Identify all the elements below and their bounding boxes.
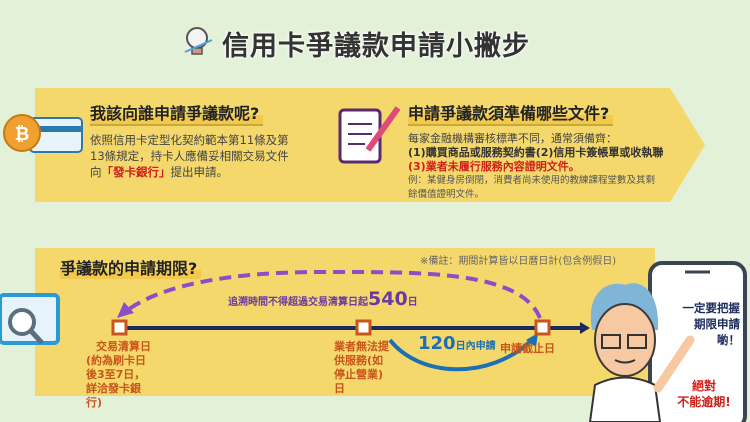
apply-arc [388,338,534,372]
phone-line1: 一定要把握 [682,301,741,315]
character-illustration [588,283,695,422]
lookback-label: 追溯時間不得超過交易清算日起540日 [228,288,418,310]
phone-line2: 期限申請喲！ [694,317,740,347]
phone-message: 一定要把握 期限申請喲！ [672,300,741,348]
phone-warn2: 不能逾期! [677,395,731,409]
timeline-arrowhead [580,322,590,334]
section2-line2: (1)購買商品或服務契約書(2)信用卡簽帳單或收執聯 [408,146,664,159]
milestone-settlement-label: 交易清算日 [96,340,151,353]
apply-arrowhead [526,333,538,347]
milestone-service-stop: 業者無法提供服務(如停止營業)日 [334,340,389,395]
section3-heading-wrap: 爭議款的申請期限? [60,255,202,279]
lookback-arc [123,269,542,319]
phone-warning: 絕對 不能逾期! [670,378,738,410]
lightbulb-icon [184,27,213,55]
phone-warn1: 絕對 [691,379,716,393]
section1-line1: 依照信用卡定型化契約範本第11條及第 [90,133,289,147]
apply-days: 120 [418,333,456,354]
section1-line3-suffix: 提出申請。 [170,165,229,179]
section2-example1: 例：某健身房倒閉，消費者尚未使用的教練課程堂數及其剩 [408,175,656,186]
apply-window-label: 120日內申請 [418,333,496,354]
milestone-deadline: 申請截止日 [500,342,555,355]
issuing-bank-highlight: 「發卡銀行」 [101,165,171,179]
section1-line3-prefix: 向 [90,165,102,179]
credit-card-coin-icon: ₿ [3,114,83,153]
apply-text: 日內申請 [455,341,496,352]
svg-text:₿: ₿ [15,124,30,145]
section2-example2: 餘價值證明文件。 [408,189,485,200]
section2-heading: 申請爭議款須準備哪些文件? [408,104,614,126]
lookback-days: 540 [368,288,408,310]
section2-line3: (3)業者未履行服務內容證明文件。 [408,160,580,173]
section-documents: 申請爭議款須準備哪些文件? 每家金融機構審核標準不同，通常須備齊： (1)購買商… [408,100,698,202]
magnifier-browser-icon [0,293,60,345]
section1-line2: 13條規定，持卡人應備妥相關交易文件 [90,149,289,163]
marker-service-stop [355,319,372,336]
milestone-settlement-detail: (約為刷卡日後3至7日，詳洽發卡銀行) [86,354,147,409]
marker-settlement [111,319,128,336]
lookback-unit: 日 [407,297,418,308]
lookback-arrowhead [117,302,134,318]
lookback-text: 追溯時間不得超過交易清算日起 [228,297,368,308]
document-pen-icon [338,106,401,164]
calendar-day-note: ※備註：期間計算皆以日曆日計(包含例假日) [420,256,617,267]
marker-deadline [534,319,551,336]
page-title: 信用卡爭議款申請小撇步 [222,31,530,62]
section1-heading: 我該向誰申請爭議款呢? [90,104,264,126]
section3-heading: 爭議款的申請期限? [60,259,202,279]
milestone-settlement: 交易清算日 (約為刷卡日後3至7日，詳洽發卡銀行) [86,340,156,410]
section-who-to-apply: 我該向誰申請爭議款呢? 依照信用卡定型化契約範本第11條及第 13條規定，持卡人… [90,100,350,180]
section2-line1: 每家金融機構審核標準不同，通常須備齊： [408,132,617,145]
